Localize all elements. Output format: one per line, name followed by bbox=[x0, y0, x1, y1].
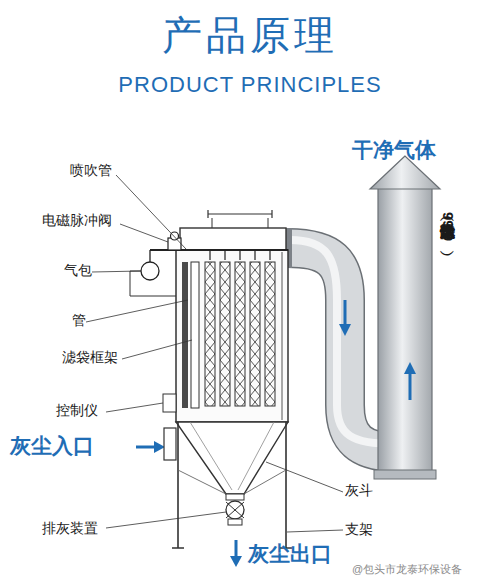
flow-label: 干净气体 bbox=[352, 138, 436, 162]
leader-line bbox=[266, 462, 343, 492]
hopper-lines bbox=[190, 422, 274, 490]
tank-pipe bbox=[149, 250, 150, 262]
leader-lines bbox=[86, 175, 343, 532]
leader-line bbox=[120, 224, 168, 242]
filter-housing bbox=[176, 250, 288, 422]
discharge-flange bbox=[226, 494, 244, 500]
part-label: 灰斗 bbox=[345, 482, 373, 498]
leg-braces bbox=[178, 470, 286, 494]
inlet-flange bbox=[164, 428, 176, 460]
valve-blades bbox=[226, 502, 244, 518]
lid-post bbox=[212, 218, 268, 228]
nozzles bbox=[210, 250, 270, 260]
air-tank bbox=[141, 262, 159, 280]
discharge-outlet bbox=[228, 519, 242, 525]
filter-bag bbox=[205, 262, 215, 406]
watermark: @包头市龙泰环保设备 bbox=[352, 563, 462, 576]
part-label: 控制仪 bbox=[56, 402, 98, 418]
inlet-arrow-head bbox=[154, 441, 165, 453]
stack-base bbox=[374, 470, 436, 479]
support-legs bbox=[172, 422, 292, 548]
air-line bbox=[130, 271, 176, 296]
controller bbox=[163, 394, 176, 412]
flow-arrow bbox=[409, 372, 412, 400]
flow-label: 灰尘出口 bbox=[248, 542, 332, 566]
leader-line bbox=[287, 530, 343, 532]
part-label: 喷吹管 bbox=[70, 162, 112, 178]
part-label: 支架 bbox=[345, 521, 373, 537]
filter-bag bbox=[235, 262, 245, 406]
part-label: 管 bbox=[72, 312, 86, 328]
part-label: 排灰装置 bbox=[42, 520, 98, 536]
page-title: 产品原理 bbox=[0, 12, 500, 58]
top-lid bbox=[208, 210, 272, 218]
flow-arrow bbox=[344, 300, 347, 326]
filter-bag bbox=[220, 262, 230, 406]
leader-line bbox=[92, 271, 141, 272]
clean-air-plenum bbox=[180, 228, 286, 250]
outlet-arrow bbox=[235, 540, 238, 558]
vertical-note: 干净气体（除尘达99.9） bbox=[440, 212, 457, 241]
leader-line bbox=[86, 300, 188, 322]
filter-bag bbox=[265, 262, 275, 406]
stack-body bbox=[378, 186, 432, 472]
flow-arrow-head bbox=[339, 324, 351, 336]
outlet-arrow-head bbox=[230, 556, 242, 567]
inlet-arrow bbox=[136, 446, 156, 449]
hopper bbox=[176, 422, 288, 494]
filter-bag bbox=[250, 262, 260, 406]
part-label: 电磁脉冲阀 bbox=[42, 212, 112, 228]
flow-label: 灰尘入口 bbox=[10, 434, 94, 458]
bag-frame bbox=[191, 262, 199, 408]
part-label: 滤袋框架 bbox=[62, 349, 118, 365]
rotary-valve bbox=[226, 501, 244, 519]
leader-line bbox=[106, 403, 163, 412]
bag-frame-dark bbox=[182, 262, 188, 408]
flow-arrow-head bbox=[404, 362, 416, 374]
leader-line bbox=[106, 512, 226, 528]
housing-wall bbox=[282, 252, 283, 420]
subtitle: PRODUCT PRINCIPLES bbox=[0, 72, 500, 97]
leader-line bbox=[122, 340, 192, 359]
leader-line bbox=[116, 175, 186, 249]
valve-head bbox=[171, 232, 179, 240]
part-label: 气包 bbox=[64, 262, 92, 278]
